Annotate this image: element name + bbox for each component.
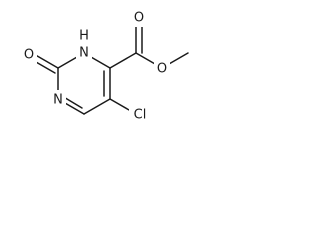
- atom-label-n3: N: [79, 46, 89, 61]
- atom-label-chlorine: Cl: [134, 108, 147, 123]
- molecule-drawing: N N H O O O Cl: [21, 9, 189, 123]
- bond-c5-c6: [83, 98, 111, 115]
- structure-canvas: N N H O O O Cl: [0, 0, 220, 138]
- atom-label-carbonyl-oxygen: O: [24, 48, 34, 63]
- atom-label-n3-hydrogen: H: [79, 29, 89, 44]
- atom-label-ester-single-oxygen: O: [157, 62, 167, 77]
- atom-label-n1: N: [53, 93, 63, 108]
- bond-c4-carboxyl: [109, 52, 137, 69]
- atom-label-ester-double-oxygen: O: [134, 11, 144, 26]
